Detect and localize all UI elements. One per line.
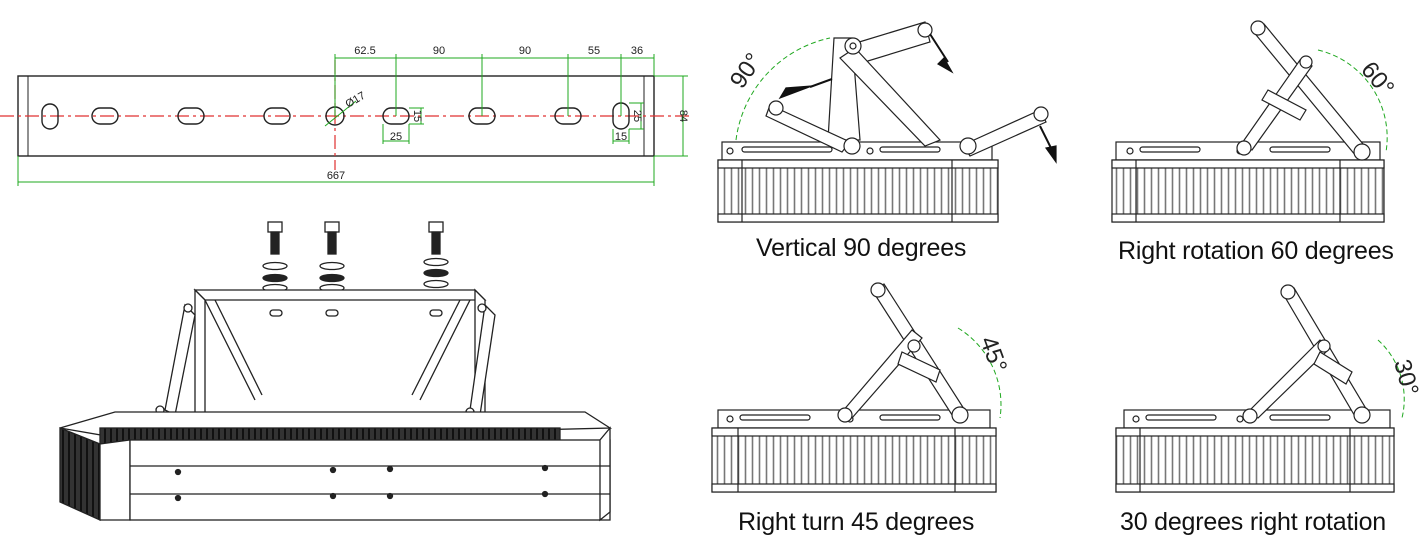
dim-overall-length: 667 (327, 170, 345, 182)
angle-label: 45° (974, 333, 1012, 376)
bolt (423, 221, 449, 289)
bracket-drawing: 62.5 90 90 55 36 667 84 Ø17 15 25 25 15 (0, 45, 690, 186)
dim-90-a: 90 (433, 45, 445, 57)
angle-label: 30° (1388, 357, 1422, 399)
lamp-body (711, 427, 997, 493)
panel-right-45: 45° (711, 282, 1012, 493)
dim-36: 36 (631, 45, 643, 57)
caption-vertical-90: Vertical 90 degrees (756, 234, 967, 262)
slot (91, 107, 119, 125)
dim-hole-diameter: Ø17 (344, 90, 368, 111)
arm-rotated (1251, 23, 1369, 157)
slot (263, 107, 291, 125)
dim-90-b: 90 (519, 45, 531, 57)
lamp-body (1115, 427, 1395, 493)
panel-right-30: 30° (1115, 284, 1422, 493)
panel-right-60: 60° (1111, 20, 1399, 223)
lamp-body (1111, 159, 1385, 223)
arm-rotated (871, 283, 967, 419)
panel-vertical-90: 90° (717, 21, 1057, 223)
dim-62-5: 62.5 (354, 45, 375, 57)
slot (177, 107, 205, 125)
angle-label: 60° (1355, 57, 1399, 102)
bolt (319, 221, 345, 293)
slot (41, 103, 59, 130)
bolt (262, 221, 288, 293)
mounting-bracket (193, 289, 487, 301)
caption-right-30: 30 degrees right rotation (1120, 508, 1387, 536)
dim-end-slot-width: 15 (615, 131, 627, 143)
dim-slot-width: 25 (390, 131, 402, 143)
lamp-body-front (129, 439, 611, 521)
dimension-lines (17, 54, 688, 186)
lamp-body (717, 159, 999, 223)
caption-right-45: Right turn 45 degrees (738, 508, 975, 536)
dimension-labels: 62.5 90 90 55 36 667 84 Ø17 15 25 25 15 (327, 45, 689, 182)
angle-label: 90° (725, 48, 768, 93)
caption-right-60: Right rotation 60 degrees (1118, 237, 1394, 265)
assembly-illustration (59, 221, 613, 522)
dim-end-slot-height: 25 (631, 110, 643, 122)
dim-height: 84 (677, 110, 689, 122)
dim-55: 55 (588, 45, 600, 57)
dim-slot-height: 15 (411, 110, 423, 122)
